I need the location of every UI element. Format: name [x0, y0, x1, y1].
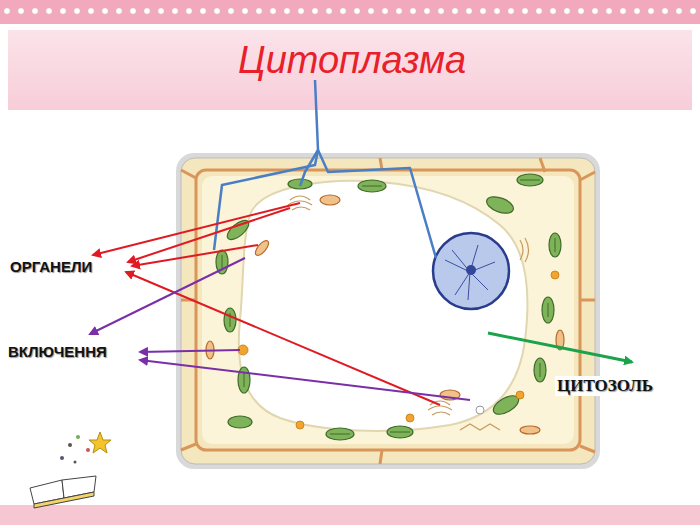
- cytosol-label: ЦИТОЗОЛЬ: [555, 376, 655, 396]
- organelles-label: ОРГАНЕЛИ: [8, 258, 94, 275]
- inclusions-label: ВКЛЮЧЕННЯ: [6, 343, 109, 360]
- book-icon: [30, 432, 111, 508]
- slide-title: Цитоплазма: [238, 39, 466, 82]
